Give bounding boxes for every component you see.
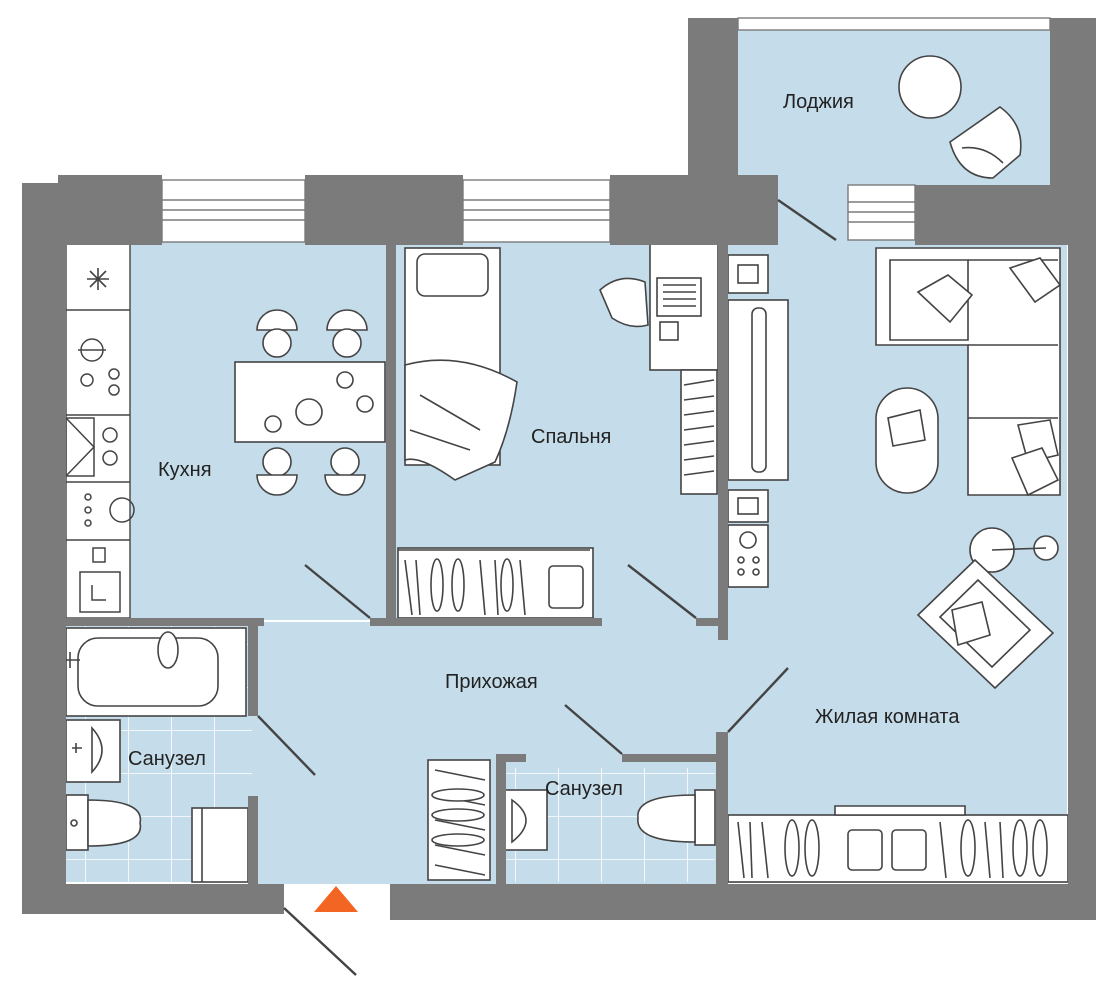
toilet-icon-right xyxy=(637,789,716,846)
walls xyxy=(22,18,1096,920)
bedroom-window xyxy=(462,179,611,243)
armchair xyxy=(916,527,1059,690)
dining-table xyxy=(234,309,386,496)
living-link-floor xyxy=(770,185,860,245)
bedroom-wardrobe xyxy=(397,547,594,619)
kitchen-window xyxy=(161,179,306,243)
hall-wardrobe xyxy=(427,759,491,881)
coffee-table xyxy=(875,387,939,494)
snowflake-icon xyxy=(87,268,109,290)
kitchen-sink-icon xyxy=(79,547,121,613)
label-loggia: Лоджия xyxy=(783,91,854,113)
label-bathroom-right: Санузел xyxy=(545,778,623,800)
bed xyxy=(404,247,518,481)
toilet-icon xyxy=(65,794,142,851)
desk xyxy=(599,241,719,495)
label-bedroom: Спальня xyxy=(531,426,611,448)
entrance-arrow-icon xyxy=(314,886,358,912)
label-kitchen: Кухня xyxy=(158,459,212,481)
kitchen-counter xyxy=(65,241,135,619)
label-hallway: Прихожая xyxy=(445,671,538,693)
sink-icon-left xyxy=(65,719,121,783)
tv-unit xyxy=(727,254,789,588)
sofa xyxy=(875,247,1062,497)
windows xyxy=(161,17,1051,243)
loggia-window xyxy=(737,17,1051,31)
sink-icon xyxy=(78,338,120,396)
bathtub-icon xyxy=(65,627,247,717)
label-bathroom-left: Санузел xyxy=(128,748,206,770)
loggia-furniture xyxy=(898,55,1022,179)
room-labels: Лоджия Кухня Спальня Прихожая Жилая комн… xyxy=(128,91,960,800)
washing-machine xyxy=(191,807,249,883)
door-swings xyxy=(257,199,837,976)
sink-icon-right xyxy=(504,789,548,851)
label-living-room: Жилая комната xyxy=(815,706,960,728)
living-wardrobe xyxy=(727,805,1069,883)
